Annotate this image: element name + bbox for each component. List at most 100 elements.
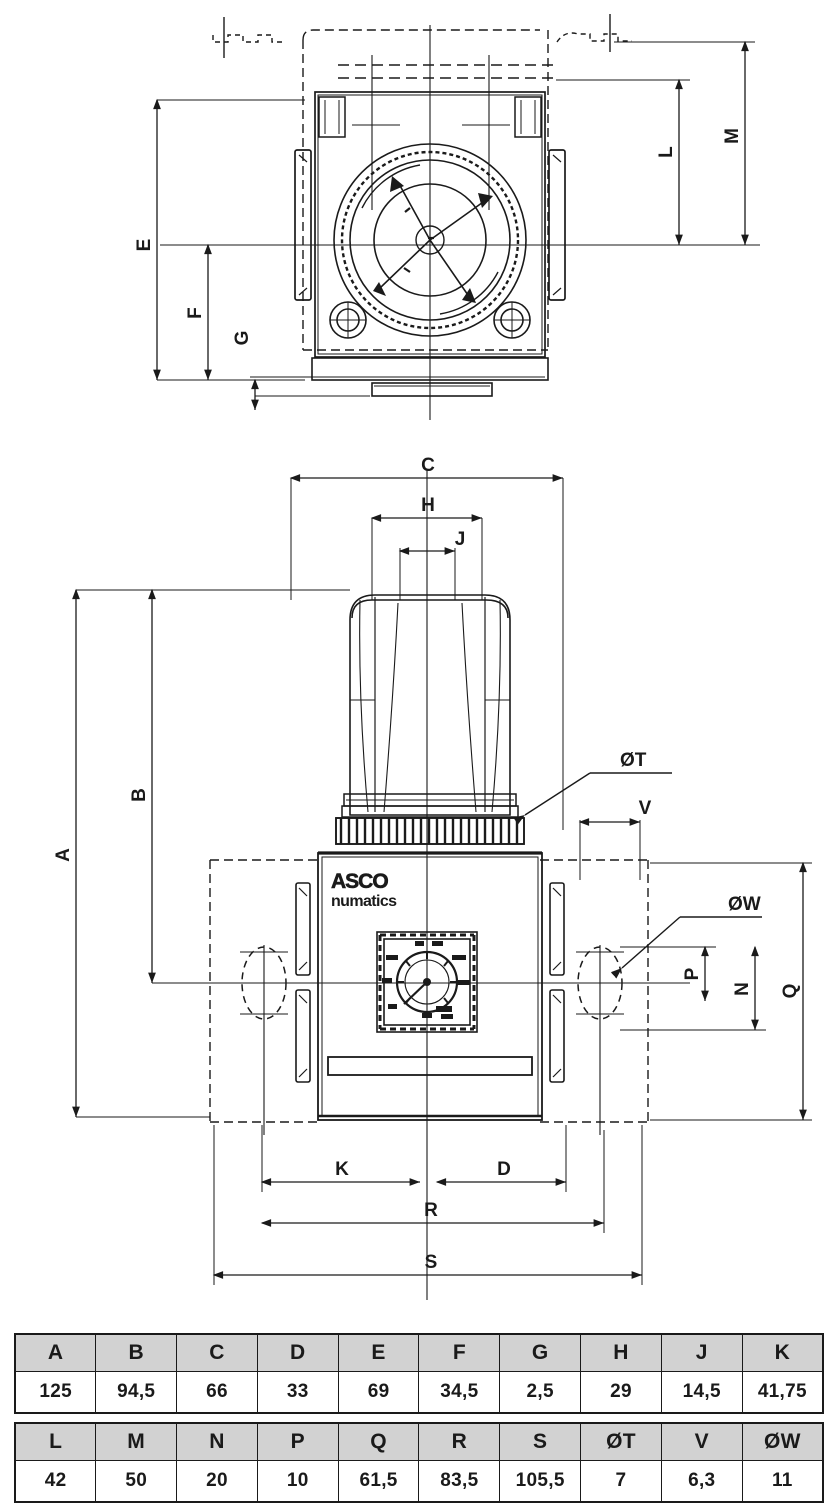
front-view-knurled-collar: [335, 817, 525, 845]
dimension-N: [620, 945, 766, 1031]
table-header-cell: ØT: [580, 1422, 662, 1461]
dimension-label-Q: Q: [780, 984, 801, 999]
table-value-cell: 50: [95, 1460, 178, 1503]
table-header-cell: ØW: [741, 1422, 824, 1461]
dimension-table-2: L M N P Q R S ØT V ØW 42 50 20 10 61,5: [14, 1422, 824, 1503]
dimension-label-H: H: [421, 495, 435, 516]
dimension-label-L: L: [656, 146, 677, 158]
dimension-label-P: P: [682, 967, 703, 980]
front-view-bracket-outline: [209, 859, 649, 1123]
table-value-cell: 2,5: [499, 1371, 582, 1414]
leader-OW: [610, 916, 762, 979]
table-header-cell: E: [337, 1333, 420, 1372]
top-view-knob-spokes: [361, 164, 499, 315]
table-row-headers-2: L M N P Q R S ØT V ØW: [14, 1422, 824, 1461]
table-header-cell: D: [256, 1333, 339, 1372]
top-view-dashed-rails: [338, 64, 553, 79]
table-value-cell: 66: [176, 1371, 258, 1414]
table-value-cell: 61,5: [337, 1460, 420, 1503]
table-value-cell: 83,5: [418, 1460, 501, 1503]
dimension-S: [212, 1125, 643, 1285]
table-value-cell: 42: [14, 1460, 97, 1503]
table-value-cell: 125: [14, 1371, 97, 1414]
dimension-label-F: F: [185, 307, 206, 319]
dimension-label-N: N: [732, 982, 753, 996]
dimension-Q: [650, 861, 812, 1121]
table-value-cell: 14,5: [660, 1371, 743, 1414]
dimension-K: [260, 1125, 420, 1192]
dimension-B: [148, 588, 250, 984]
table-row-values-1: 125 94,5 66 33 69 34,5 2,5 29 14,5 41,75: [14, 1371, 824, 1414]
dimension-table-2-grid: L M N P Q R S ØT V ØW 42 50 20 10 61,5: [14, 1422, 824, 1503]
leader-OT: [513, 772, 672, 825]
dimension-L: [556, 78, 690, 245]
dimension-label-E: E: [134, 239, 155, 252]
table-header-cell: K: [741, 1333, 824, 1372]
table-header-cell: R: [418, 1422, 501, 1461]
dimension-D: [435, 1125, 567, 1192]
dimension-label-B: B: [129, 788, 150, 802]
front-view-extension-lines: [290, 478, 641, 880]
table-value-cell: 105,5: [499, 1460, 582, 1503]
table-header-cell: M: [95, 1422, 178, 1461]
table-value-cell: 20: [176, 1460, 258, 1503]
dimension-label-A: A: [53, 848, 74, 862]
table-value-cell: 11: [741, 1460, 824, 1503]
front-view-port-centerlines: [240, 945, 624, 1135]
dimension-R: [260, 1130, 605, 1233]
leader-label-OT: ØT: [620, 750, 647, 771]
table-value-cell: 41,75: [741, 1371, 824, 1414]
table-value-cell: 29: [580, 1371, 662, 1414]
brand-logo-line-1: ASCO: [331, 870, 388, 893]
table-header-cell: J: [660, 1333, 743, 1372]
top-view-body: [314, 91, 546, 358]
front-view-dimensions: [72, 474, 812, 1285]
dimension-M: [556, 40, 755, 246]
front-view-bonnet-ring: [341, 793, 519, 818]
table-value-cell: 7: [580, 1460, 662, 1503]
table-value-cell: 69: [337, 1371, 420, 1414]
top-view-group: [160, 14, 760, 420]
dimension-label-J: J: [455, 529, 466, 550]
dimension-label-C: C: [421, 455, 435, 476]
table-header-cell: A: [14, 1333, 97, 1372]
top-view-bolt-bosses: [329, 301, 531, 339]
dimension-label-D: D: [497, 1159, 511, 1180]
table-header-cell: S: [499, 1422, 582, 1461]
table-header-cell: V: [660, 1422, 743, 1461]
table-value-cell: 10: [256, 1460, 339, 1503]
top-view-bottom-plate: [311, 357, 549, 397]
front-view-body: [317, 851, 543, 1121]
table-header-cell: B: [95, 1333, 178, 1372]
table-value-cell: 34,5: [418, 1371, 501, 1414]
dimension-E: [153, 98, 305, 381]
table-header-cell: Q: [337, 1422, 420, 1461]
top-view-knob: [333, 143, 527, 337]
table-header-cell: N: [176, 1422, 258, 1461]
top-view-tick-cluster-left: [212, 17, 286, 58]
table-header-cell: C: [176, 1333, 258, 1372]
top-view-port-blocks: [318, 96, 542, 138]
top-view-knob-marks: [403, 207, 434, 273]
dimension-P: [620, 945, 716, 1001]
brand-logo-line-2: numatics: [331, 893, 397, 910]
table-value-cell: 94,5: [95, 1371, 178, 1414]
table-value-cell: 6,3: [660, 1460, 743, 1503]
table-header-cell: P: [256, 1422, 339, 1461]
front-view-side-rails: [295, 882, 565, 1083]
dimension-table-1-grid: A B C D E F G H J K 125 94,5 66 33 69: [14, 1333, 824, 1414]
front-view-knob: [349, 594, 511, 816]
dimension-label-K: K: [335, 1159, 349, 1180]
table-header-cell: L: [14, 1422, 97, 1461]
dimension-label-G: G: [232, 331, 253, 346]
dimension-label-V: V: [639, 798, 652, 819]
top-view-tick-cluster-right: [556, 14, 632, 52]
dimension-label-M: M: [722, 128, 743, 144]
top-view-side-ears: [294, 149, 566, 301]
dimension-label-S: S: [425, 1252, 438, 1273]
table-row-headers-1: A B C D E F G H J K: [14, 1333, 824, 1372]
brand-logo: ASCO numatics: [331, 870, 398, 910]
table-header-cell: G: [499, 1333, 582, 1372]
top-view-centerlines: [160, 25, 760, 420]
